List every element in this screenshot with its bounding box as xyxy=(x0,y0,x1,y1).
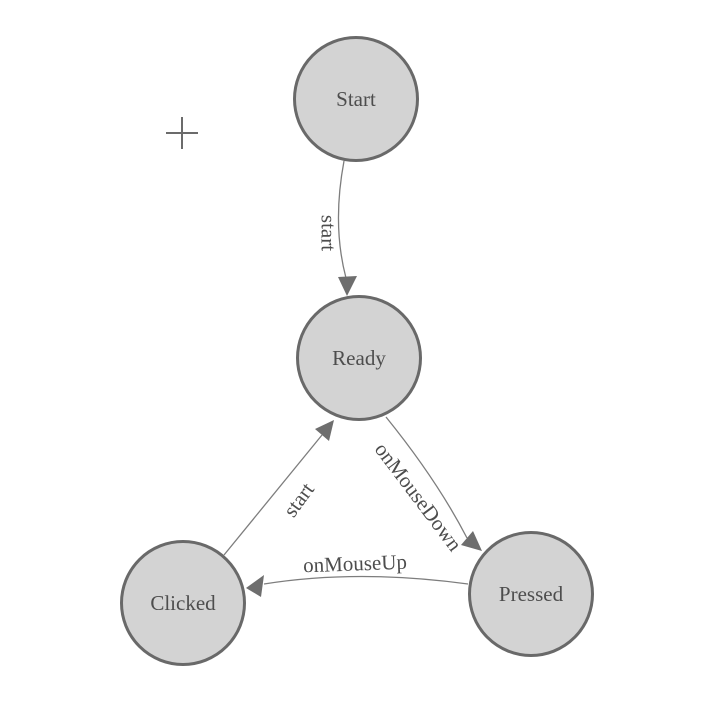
state-node-ready[interactable]: Ready xyxy=(296,295,422,421)
arrowhead-clicked-to-ready-icon xyxy=(315,420,334,441)
state-node-clicked[interactable]: Clicked xyxy=(120,540,246,666)
edge-start-to-ready[interactable] xyxy=(337,160,347,279)
arrowhead-ready-to-pressed-icon xyxy=(461,531,482,551)
state-node-label: Ready xyxy=(332,345,386,370)
state-node-label: Pressed xyxy=(498,581,564,606)
edge-ready-to-pressed[interactable] xyxy=(385,416,468,539)
edge-pressed-to-clicked[interactable] xyxy=(263,575,469,585)
edge-clicked-to-ready[interactable] xyxy=(223,434,323,556)
crosshair-icon xyxy=(166,117,198,149)
transition-label-onmouseup[interactable]: onMouseUp xyxy=(302,549,408,578)
state-node-start[interactable]: Start xyxy=(293,36,419,162)
transition-label-start[interactable]: start xyxy=(316,214,341,252)
state-node-label: Start xyxy=(336,86,376,111)
arrowhead-pressed-to-clicked-icon xyxy=(246,575,264,597)
state-node-pressed[interactable]: Pressed xyxy=(468,531,594,657)
state-node-label: Clicked xyxy=(150,590,216,615)
arrowhead-start-to-ready-icon xyxy=(338,276,357,296)
